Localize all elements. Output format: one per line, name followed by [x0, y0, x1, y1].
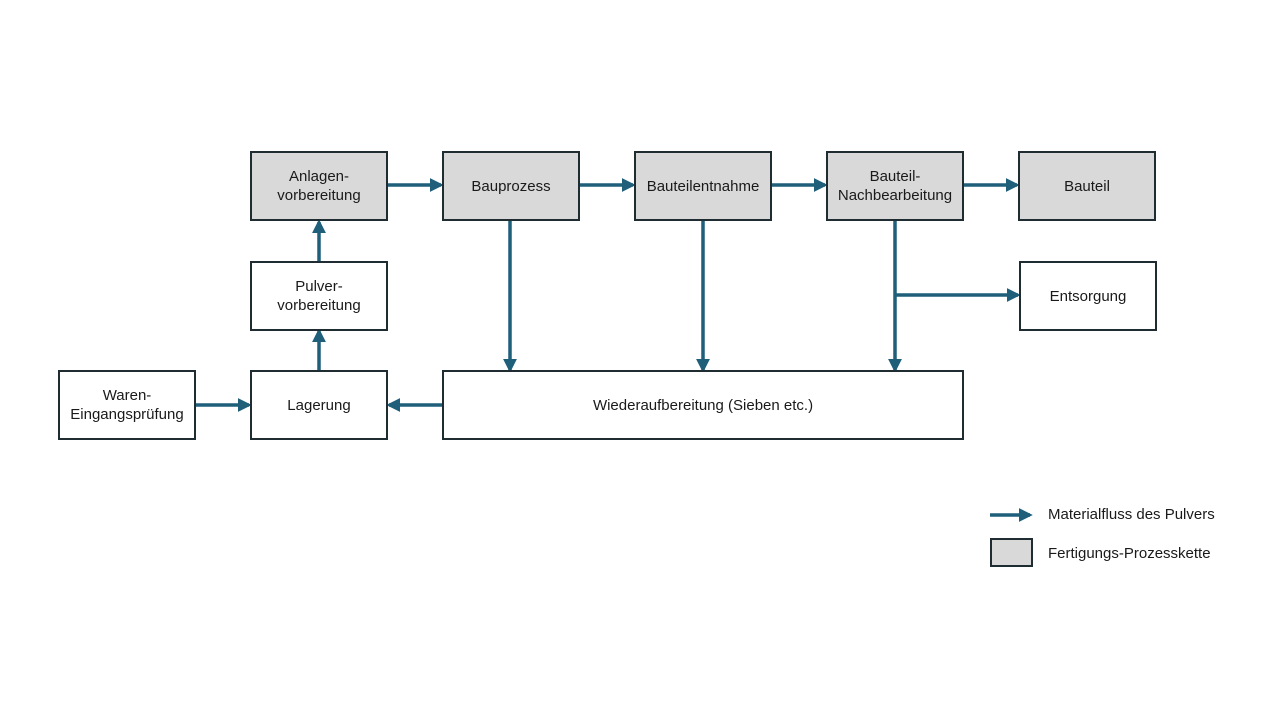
legend-label-material-flow: Materialfluss des Pulvers [1048, 506, 1215, 523]
box-wareneingangspruefung: Waren- Eingangsprüfung [58, 370, 196, 440]
legend-swatch-process-chain [990, 538, 1033, 567]
box-label: Bauteil- Nachbearbeitung [837, 168, 953, 204]
box-label: Wiederaufbereitung (Sieben etc.) [592, 396, 814, 414]
box-bauteil: Bauteil [1018, 151, 1156, 221]
box-entsorgung: Entsorgung [1019, 261, 1157, 331]
box-lagerung: Lagerung [250, 370, 388, 440]
box-bauteil-nachbearbeitung: Bauteil- Nachbearbeitung [826, 151, 964, 221]
box-label: Anlagen- vorbereitung [277, 168, 361, 204]
box-label: Bauteilentnahme [646, 177, 760, 195]
box-label: Pulver- vorbereitung [277, 278, 361, 314]
box-anlagenvorbereitung: Anlagen- vorbereitung [250, 151, 388, 221]
box-label: Entsorgung [1049, 287, 1127, 305]
box-pulvervorbereitung: Pulver- vorbereitung [250, 261, 388, 331]
legend-label-process-chain: Fertigungs-Prozesskette [1048, 545, 1211, 562]
box-bauteilentnahme: Bauteilentnahme [634, 151, 772, 221]
box-label: Waren- Eingangsprüfung [70, 387, 184, 423]
box-label: Bauteil [1064, 177, 1110, 195]
box-wiederaufbereitung: Wiederaufbereitung (Sieben etc.) [442, 370, 964, 440]
box-label: Bauprozess [471, 177, 551, 195]
box-bauprozess: Bauprozess [442, 151, 580, 221]
box-label: Lagerung [287, 396, 351, 414]
